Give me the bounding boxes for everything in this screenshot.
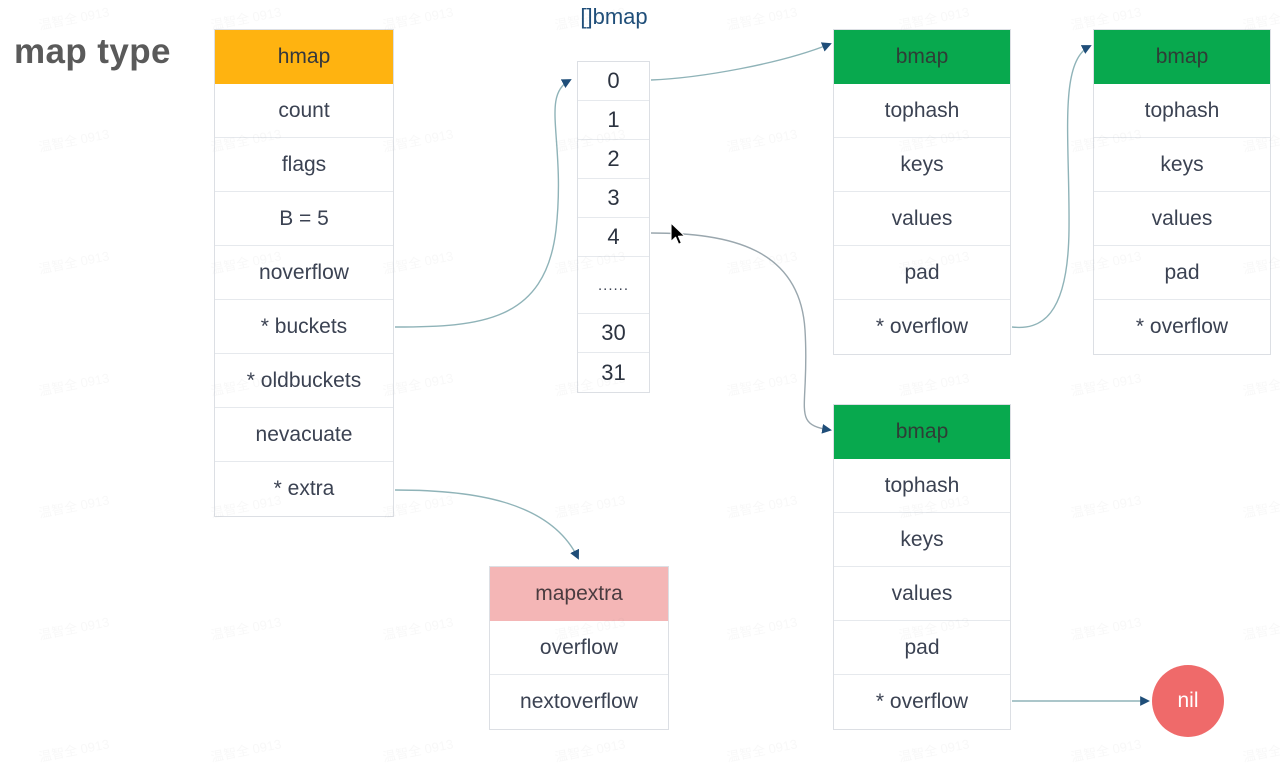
bucket-cell-4: 4 (578, 218, 649, 257)
bmap-2-field-tophash: tophash (1094, 84, 1270, 138)
mapextra-struct: mapextra overflow nextoverflow (489, 566, 669, 730)
bmap-2-field-overflow: * overflow (1094, 300, 1270, 354)
bucket-cell-0: 0 (578, 62, 649, 101)
hmap-field-extra: * extra (215, 462, 393, 516)
hmap-field-nevacuate: nevacuate (215, 408, 393, 462)
watermark-text: 温智全 0913 (1241, 492, 1280, 521)
watermark-text: 温智全 0913 (1069, 370, 1143, 399)
watermark-text: 温智全 0913 (37, 736, 111, 765)
bmap-1-field-pad: pad (834, 246, 1010, 300)
watermark-text: 温智全 0913 (725, 736, 799, 765)
watermark-text: 温智全 0913 (1241, 370, 1280, 399)
bmap-1-field-tophash: tophash (834, 84, 1010, 138)
watermark-text: 温智全 0913 (725, 614, 799, 643)
bucket-array: 0 1 2 3 4 ...... 30 31 (577, 61, 650, 393)
watermark-text: 温智全 0913 (725, 4, 799, 33)
bucket-cell-3: 3 (578, 179, 649, 218)
hmap-header: hmap (215, 30, 393, 84)
bucket-cell-31: 31 (578, 353, 649, 392)
bmap-2-field-values: values (1094, 192, 1270, 246)
watermark-text: 温智全 0913 (725, 126, 799, 155)
bmap-struct-1: bmap tophash keys values pad * overflow (833, 29, 1011, 355)
bucket-cell-2: 2 (578, 140, 649, 179)
watermark-text: 温智全 0913 (209, 614, 283, 643)
bucket-cell-30: 30 (578, 314, 649, 353)
watermark-text: 温智全 0913 (725, 370, 799, 399)
bucket-array-label: []bmap (580, 4, 648, 29)
bmap-struct-2: bmap tophash keys values pad * overflow (1093, 29, 1271, 355)
edge-extra-to-mapextra (394, 489, 579, 560)
bmap-1-field-values: values (834, 192, 1010, 246)
bmap-2-header: bmap (1094, 30, 1270, 84)
bmap-2-field-keys: keys (1094, 138, 1270, 192)
bmap-1-field-keys: keys (834, 138, 1010, 192)
watermark-text: 温智全 0913 (37, 4, 111, 33)
watermark-text: 温智全 0913 (1069, 492, 1143, 521)
mapextra-field-nextoverflow: nextoverflow (490, 675, 668, 729)
bmap-3-field-values: values (834, 567, 1010, 621)
watermark-text: 温智全 0913 (553, 736, 627, 765)
hmap-field-oldbuckets: * oldbuckets (215, 354, 393, 408)
watermark-text: 温智全 0913 (381, 736, 455, 765)
bucket-cell-ellipsis: ...... (578, 257, 649, 314)
watermark-text: 温智全 0913 (37, 126, 111, 155)
bmap-1-field-overflow: * overflow (834, 300, 1010, 354)
watermark-text: 温智全 0913 (1069, 614, 1143, 643)
edge-array0-to-bmap1 (650, 42, 832, 81)
bmap-1-header: bmap (834, 30, 1010, 84)
bmap-3-field-pad: pad (834, 621, 1010, 675)
bmap-3-field-tophash: tophash (834, 459, 1010, 513)
mapextra-header: mapextra (490, 567, 668, 621)
watermark-text: 温智全 0913 (209, 736, 283, 765)
hmap-field-flags: flags (215, 138, 393, 192)
bmap-3-field-keys: keys (834, 513, 1010, 567)
edge-array4-to-bmap3 (650, 232, 832, 434)
bmap-3-header: bmap (834, 405, 1010, 459)
hmap-field-b: B = 5 (215, 192, 393, 246)
watermark-text: 温智全 0913 (37, 370, 111, 399)
watermark-text: 温智全 0913 (37, 248, 111, 277)
mapextra-field-overflow: overflow (490, 621, 668, 675)
watermark-text: 温智全 0913 (1241, 614, 1280, 643)
nil-node: nil (1152, 665, 1224, 737)
page-title: map type (14, 32, 171, 71)
watermark-text: 温智全 0913 (897, 370, 971, 399)
watermark-text: 温智全 0913 (725, 492, 799, 521)
watermark-text: 温智全 0913 (37, 492, 111, 521)
watermark-text: 温智全 0913 (897, 736, 971, 765)
bucket-cell-1: 1 (578, 101, 649, 140)
bmap-3-field-overflow: * overflow (834, 675, 1010, 729)
hmap-struct: hmap count flags B = 5 noverflow * bucke… (214, 29, 394, 517)
watermark-text: 温智全 0913 (553, 492, 627, 521)
watermark-text: 温智全 0913 (1241, 736, 1280, 765)
edge-buckets-to-array (394, 79, 572, 328)
hmap-field-buckets: * buckets (215, 300, 393, 354)
bmap-2-field-pad: pad (1094, 246, 1270, 300)
hmap-field-count: count (215, 84, 393, 138)
watermark-text: 温智全 0913 (1069, 736, 1143, 765)
hmap-field-noverflow: noverflow (215, 246, 393, 300)
watermark-text: 温智全 0913 (381, 614, 455, 643)
watermark-text: 温智全 0913 (37, 614, 111, 643)
bmap-struct-3: bmap tophash keys values pad * overflow (833, 404, 1011, 730)
edge-bmap1-overflow-to-bmap2 (1011, 45, 1092, 329)
watermark-text: 温智全 0913 (725, 248, 799, 277)
mouse-cursor-icon (670, 222, 686, 245)
